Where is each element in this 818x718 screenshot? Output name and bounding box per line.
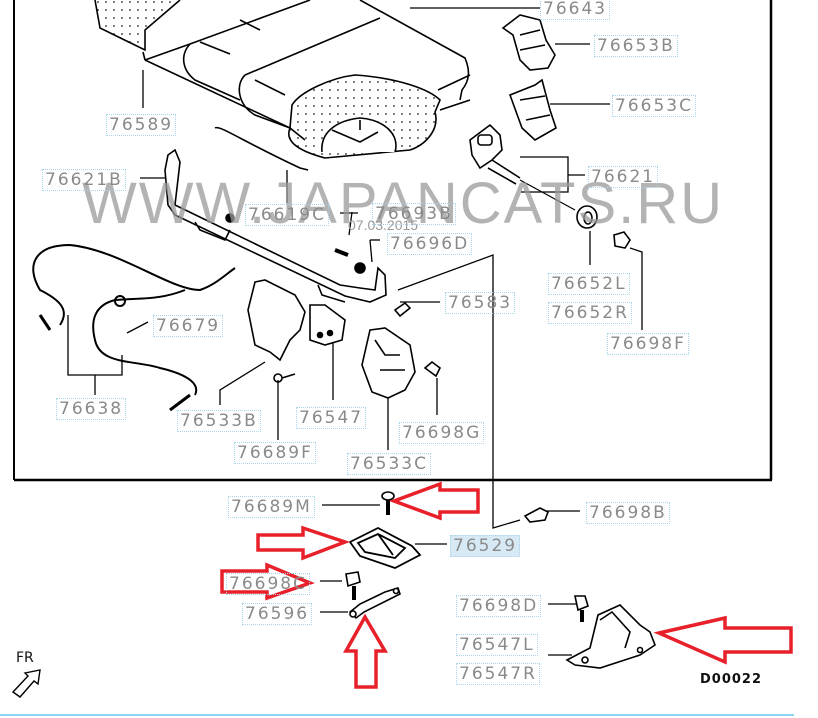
part-label-76621b[interactable]: 76621B (42, 169, 126, 191)
screw-76689m-drawing (381, 491, 395, 515)
seat-cushion-drawing (94, 0, 471, 159)
part-label-76529[interactable]: 76529 (450, 535, 521, 557)
part-label-76589[interactable]: 76589 (106, 114, 177, 136)
orientation-label: FR (16, 650, 34, 666)
part-label-76693b[interactable]: 76693B (372, 203, 456, 225)
part-label-76547[interactable]: 76547 (296, 407, 367, 429)
part-label-76653b[interactable]: 76653B (594, 35, 678, 57)
cover-76533c-drawing (361, 327, 442, 399)
bracket-76653c-drawing (508, 78, 557, 141)
arrow-pointing-76596 (343, 613, 389, 689)
part-label-76583[interactable]: 76583 (445, 292, 516, 314)
part-label-76698c[interactable]: 76698C (226, 573, 310, 595)
tray-76529-drawing (348, 526, 422, 569)
cover-76533b-drawing (247, 279, 306, 383)
bolt-76698b-drawing (523, 507, 550, 523)
part-label-76547r[interactable]: 76547R (456, 663, 540, 685)
arrow-pointing-76689m (388, 481, 480, 521)
part-label-76698g[interactable]: 76698G (399, 422, 485, 444)
arrow-pointing-76529 (256, 525, 351, 561)
part-label-76638[interactable]: 76638 (56, 398, 127, 420)
link-76596-drawing (348, 587, 401, 620)
front-direction-arrow-icon (11, 669, 41, 698)
part-label-76698b[interactable]: 76698B (586, 502, 670, 524)
part-label-76619c[interactable]: 76619C (245, 204, 329, 226)
rod-76619c-drawing (214, 126, 309, 171)
part-label-76643[interactable]: 76643 (540, 0, 611, 20)
cable-76638-drawing (32, 243, 236, 412)
part-label-76698d[interactable]: 76698D (456, 595, 542, 617)
part-label-76533b[interactable]: 76533B (177, 410, 261, 432)
part-label-76698f[interactable]: 76698F (607, 333, 689, 355)
arrow-pointing-76547l (653, 615, 793, 665)
bracket-76547-drawing (309, 304, 346, 346)
part-label-76653c[interactable]: 76653C (612, 95, 696, 117)
bolt-76698d-drawing (574, 595, 589, 622)
part-label-76621[interactable]: 76621 (588, 166, 659, 188)
part-label-76596[interactable]: 76596 (242, 603, 313, 625)
part-label-76547l[interactable]: 76547L (456, 634, 538, 656)
part-label-76689m[interactable]: 76689M (228, 496, 315, 518)
bracket-76653b-drawing (501, 14, 556, 71)
diagram-frame (13, 0, 773, 482)
diagram-code: D00022 (700, 672, 763, 687)
part-label-76652l[interactable]: 76652L (548, 273, 630, 295)
watermark-date: 07.03.2015 (348, 217, 419, 233)
bolt-76698c-drawing (345, 571, 361, 600)
part-label-76652r[interactable]: 76652R (548, 302, 632, 324)
annotation-arrows (220, 481, 793, 689)
bottom-divider (0, 714, 794, 716)
part-label-76689f[interactable]: 76689F (234, 442, 316, 464)
part-label-76679[interactable]: 76679 (153, 315, 224, 337)
bar-76621b-drawing (164, 148, 387, 303)
bracket-76547l-drawing (565, 604, 656, 669)
part-label-76696d[interactable]: 76696D (387, 233, 473, 255)
hinge-76621-drawing (469, 123, 598, 229)
part-label-76533c[interactable]: 76533C (347, 453, 431, 475)
bolt-76698f-drawing (613, 231, 631, 249)
pin-76693b-drawing (334, 248, 412, 318)
leader-lines (67, 7, 643, 656)
